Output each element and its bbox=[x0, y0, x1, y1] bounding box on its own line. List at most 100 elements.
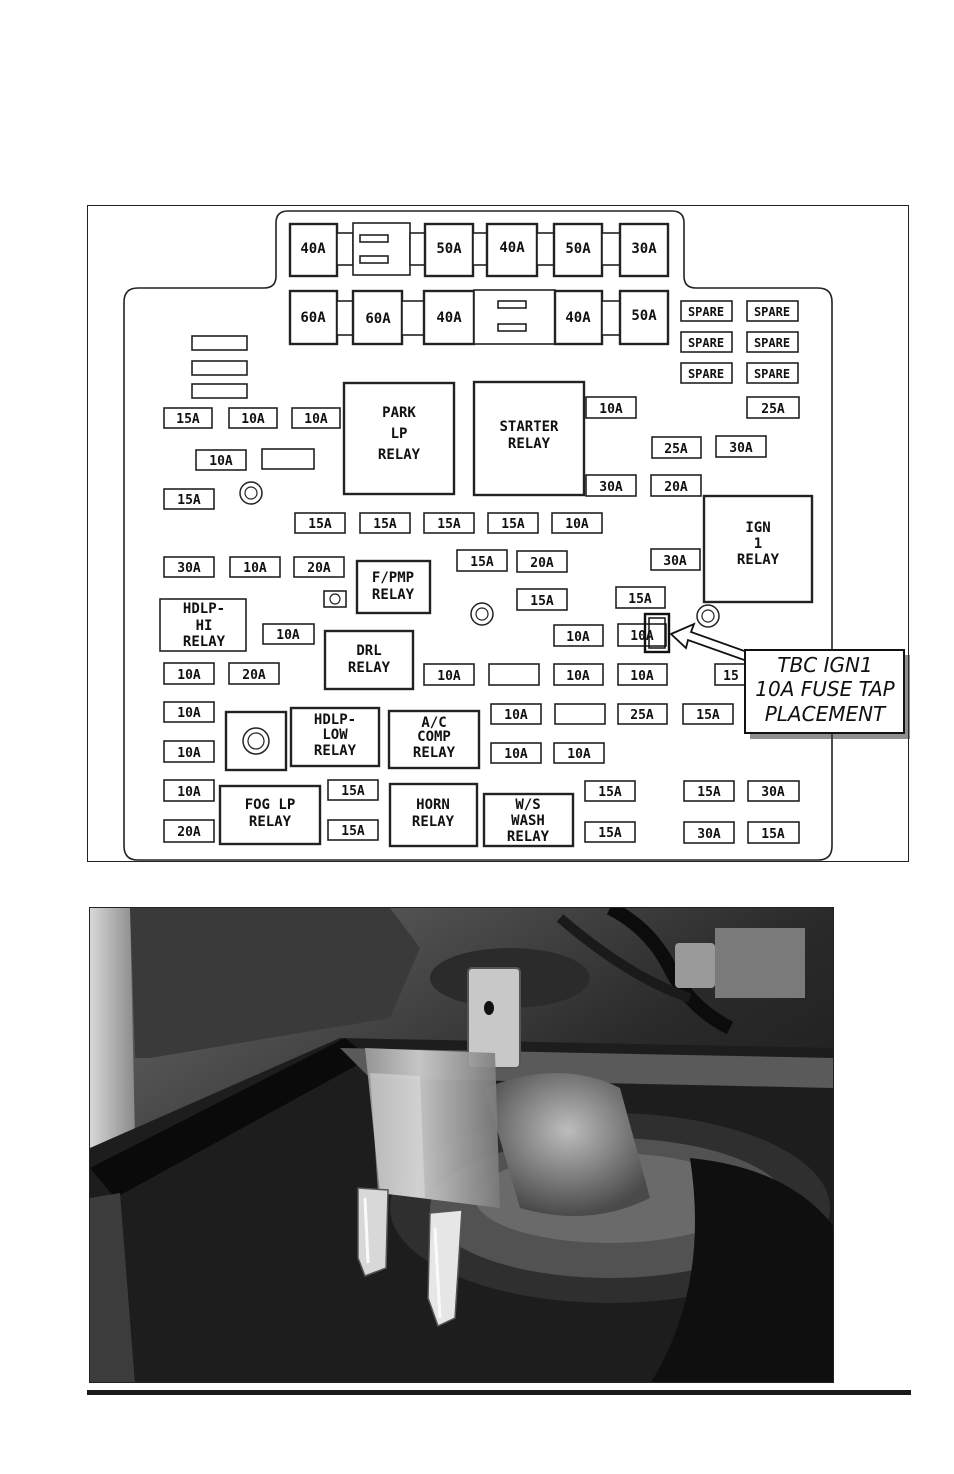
fuse-label: 15A bbox=[177, 493, 201, 508]
fuse-label: 10A bbox=[177, 706, 201, 721]
fuse-label: 10A bbox=[566, 669, 590, 684]
fuse-label: 10A bbox=[567, 747, 591, 762]
fuse-tap-callout: TBC IGN1 10A FUSE TAP PLACEMENT bbox=[669, 622, 910, 739]
fuse-tap-photo bbox=[89, 907, 834, 1383]
ign-1-relay-label: RELAY bbox=[737, 552, 780, 568]
horn-relay-label: HORN bbox=[416, 797, 450, 813]
fog-lp-relay-label: RELAY bbox=[249, 814, 292, 830]
fuse-label: 15 bbox=[723, 669, 739, 684]
fpmp-relay-label: RELAY bbox=[372, 587, 415, 603]
fuse-label: 15A bbox=[501, 517, 525, 532]
page-rule bbox=[87, 1390, 911, 1395]
fuse-label: 15A bbox=[176, 412, 200, 427]
fuse-label: 10A bbox=[565, 517, 589, 532]
fuse-label: 15A bbox=[437, 517, 461, 532]
fuse-label: 40A bbox=[499, 240, 525, 256]
fuse-label: 50A bbox=[436, 241, 462, 257]
fuse-label: 10A bbox=[177, 746, 201, 761]
park-lp-relay-label: RELAY bbox=[378, 447, 421, 463]
fuse-label: 40A bbox=[436, 310, 462, 326]
callout-text: 10A FUSE TAP bbox=[755, 677, 895, 701]
fuse-label: 15A bbox=[628, 592, 652, 607]
fuse-label: 50A bbox=[631, 308, 657, 324]
fuse-label: 30A bbox=[599, 480, 623, 495]
spare-label: SPARE bbox=[688, 305, 724, 319]
park-lp-relay-label: PARK bbox=[382, 405, 416, 421]
drl-relay-label: RELAY bbox=[348, 660, 391, 676]
fuse-label: 30A bbox=[663, 554, 687, 569]
fuse-label: 20A bbox=[307, 561, 331, 576]
spare-label: SPARE bbox=[688, 367, 724, 381]
spare-label: SPARE bbox=[754, 305, 790, 319]
ac-comp-relay-label: RELAY bbox=[413, 745, 456, 761]
hdlp-hi-relay-label: HDLP- bbox=[183, 601, 225, 617]
fuse-label: 10A bbox=[504, 747, 528, 762]
spare-label: SPARE bbox=[754, 336, 790, 350]
hdlp-hi-relay-label: RELAY bbox=[183, 634, 226, 650]
fuse-label: 15A bbox=[696, 708, 720, 723]
hdlp-low-relay-label: LOW bbox=[322, 727, 348, 743]
fuse-label: 25A bbox=[630, 708, 654, 723]
fuse-label: 10A bbox=[276, 628, 300, 643]
park-lp-relay-label: LP bbox=[391, 426, 408, 442]
fuse-label: 40A bbox=[565, 310, 591, 326]
fuse-label: 15A bbox=[598, 785, 622, 800]
fuse-label: 30A bbox=[697, 827, 721, 842]
fuse-label: 15A bbox=[308, 517, 332, 532]
ac-comp-relay-label: COMP bbox=[417, 729, 451, 745]
fuse-label: 10A bbox=[630, 629, 654, 644]
callout-text: PLACEMENT bbox=[765, 702, 887, 726]
fuse-box-bolt bbox=[485, 1073, 650, 1216]
spare-label: SPARE bbox=[754, 367, 790, 381]
fuse-label: 15A bbox=[697, 785, 721, 800]
fuse-label: 10A bbox=[243, 561, 267, 576]
ign-1-relay-label: IGN bbox=[745, 520, 770, 536]
ign-1-relay-label: 1 bbox=[754, 536, 762, 552]
fuse-box-outline bbox=[123, 210, 833, 861]
fuse-label: 10A bbox=[177, 785, 201, 800]
fuse-label: 10A bbox=[630, 669, 654, 684]
fuse-label: 10A bbox=[177, 668, 201, 683]
fuse-label: 15A bbox=[373, 517, 397, 532]
fuse-label: 15A bbox=[530, 594, 554, 609]
fuse-label: 60A bbox=[300, 310, 326, 326]
top-fuse-row-1: 40A 50A 40A 50A 30A bbox=[288, 222, 670, 278]
horn-relay-label: RELAY bbox=[412, 814, 455, 830]
mini-fuses: 15A 10A 10A 10A 25A 10A 25A 30A 15A 30A … bbox=[163, 396, 800, 844]
fuse-label: 15A bbox=[598, 826, 622, 841]
fuse-label: 20A bbox=[530, 556, 554, 571]
hdlp-low-relay-label: RELAY bbox=[314, 743, 357, 759]
ws-wash-relay-label: RELAY bbox=[507, 829, 550, 845]
fuse-label: 30A bbox=[631, 241, 657, 257]
drl-relay-label: DRL bbox=[356, 643, 381, 659]
fuse-label: 40A bbox=[300, 241, 326, 257]
fuse-label: 25A bbox=[664, 442, 688, 457]
empty-slots bbox=[191, 335, 606, 725]
spare-label: SPARE bbox=[688, 336, 724, 350]
fuse-label: 10A bbox=[437, 669, 461, 684]
fuse-label: 15A bbox=[470, 555, 494, 570]
fuse-label: 15A bbox=[761, 827, 785, 842]
fuse-prong-left bbox=[357, 1187, 389, 1277]
fuse-label: 30A bbox=[177, 561, 201, 576]
mounting-bolts bbox=[224, 481, 720, 772]
hdlp-low-relay-label: HDLP- bbox=[314, 712, 356, 728]
fuse-label: 50A bbox=[565, 241, 591, 257]
starter-relay-label: RELAY bbox=[508, 436, 551, 452]
fuse-label: 20A bbox=[177, 825, 201, 840]
fuse-label: 10A bbox=[504, 708, 528, 723]
hdlp-hi-relay-label: HI bbox=[196, 618, 213, 634]
fog-lp-relay-label: FOG LP bbox=[245, 797, 296, 813]
fuse-label: 25A bbox=[761, 402, 785, 417]
fuse-box-diagram: 40A 50A 40A 50A 30A 60A 60A 40A 40A 50A … bbox=[87, 205, 910, 862]
terminal-nut bbox=[675, 943, 715, 988]
fuse-label: 10A bbox=[599, 402, 623, 417]
ac-comp-relay-label: A/C bbox=[421, 715, 446, 731]
fuse-label: 20A bbox=[242, 668, 266, 683]
ws-wash-relay-label: W/S bbox=[515, 797, 540, 813]
fuse-label: 15A bbox=[341, 784, 365, 799]
fuse-label: 15A bbox=[341, 824, 365, 839]
callout-text: TBC IGN1 bbox=[777, 653, 872, 677]
fpmp-relay-label: F/PMP bbox=[372, 570, 414, 586]
fuse-label: 10A bbox=[566, 630, 590, 645]
